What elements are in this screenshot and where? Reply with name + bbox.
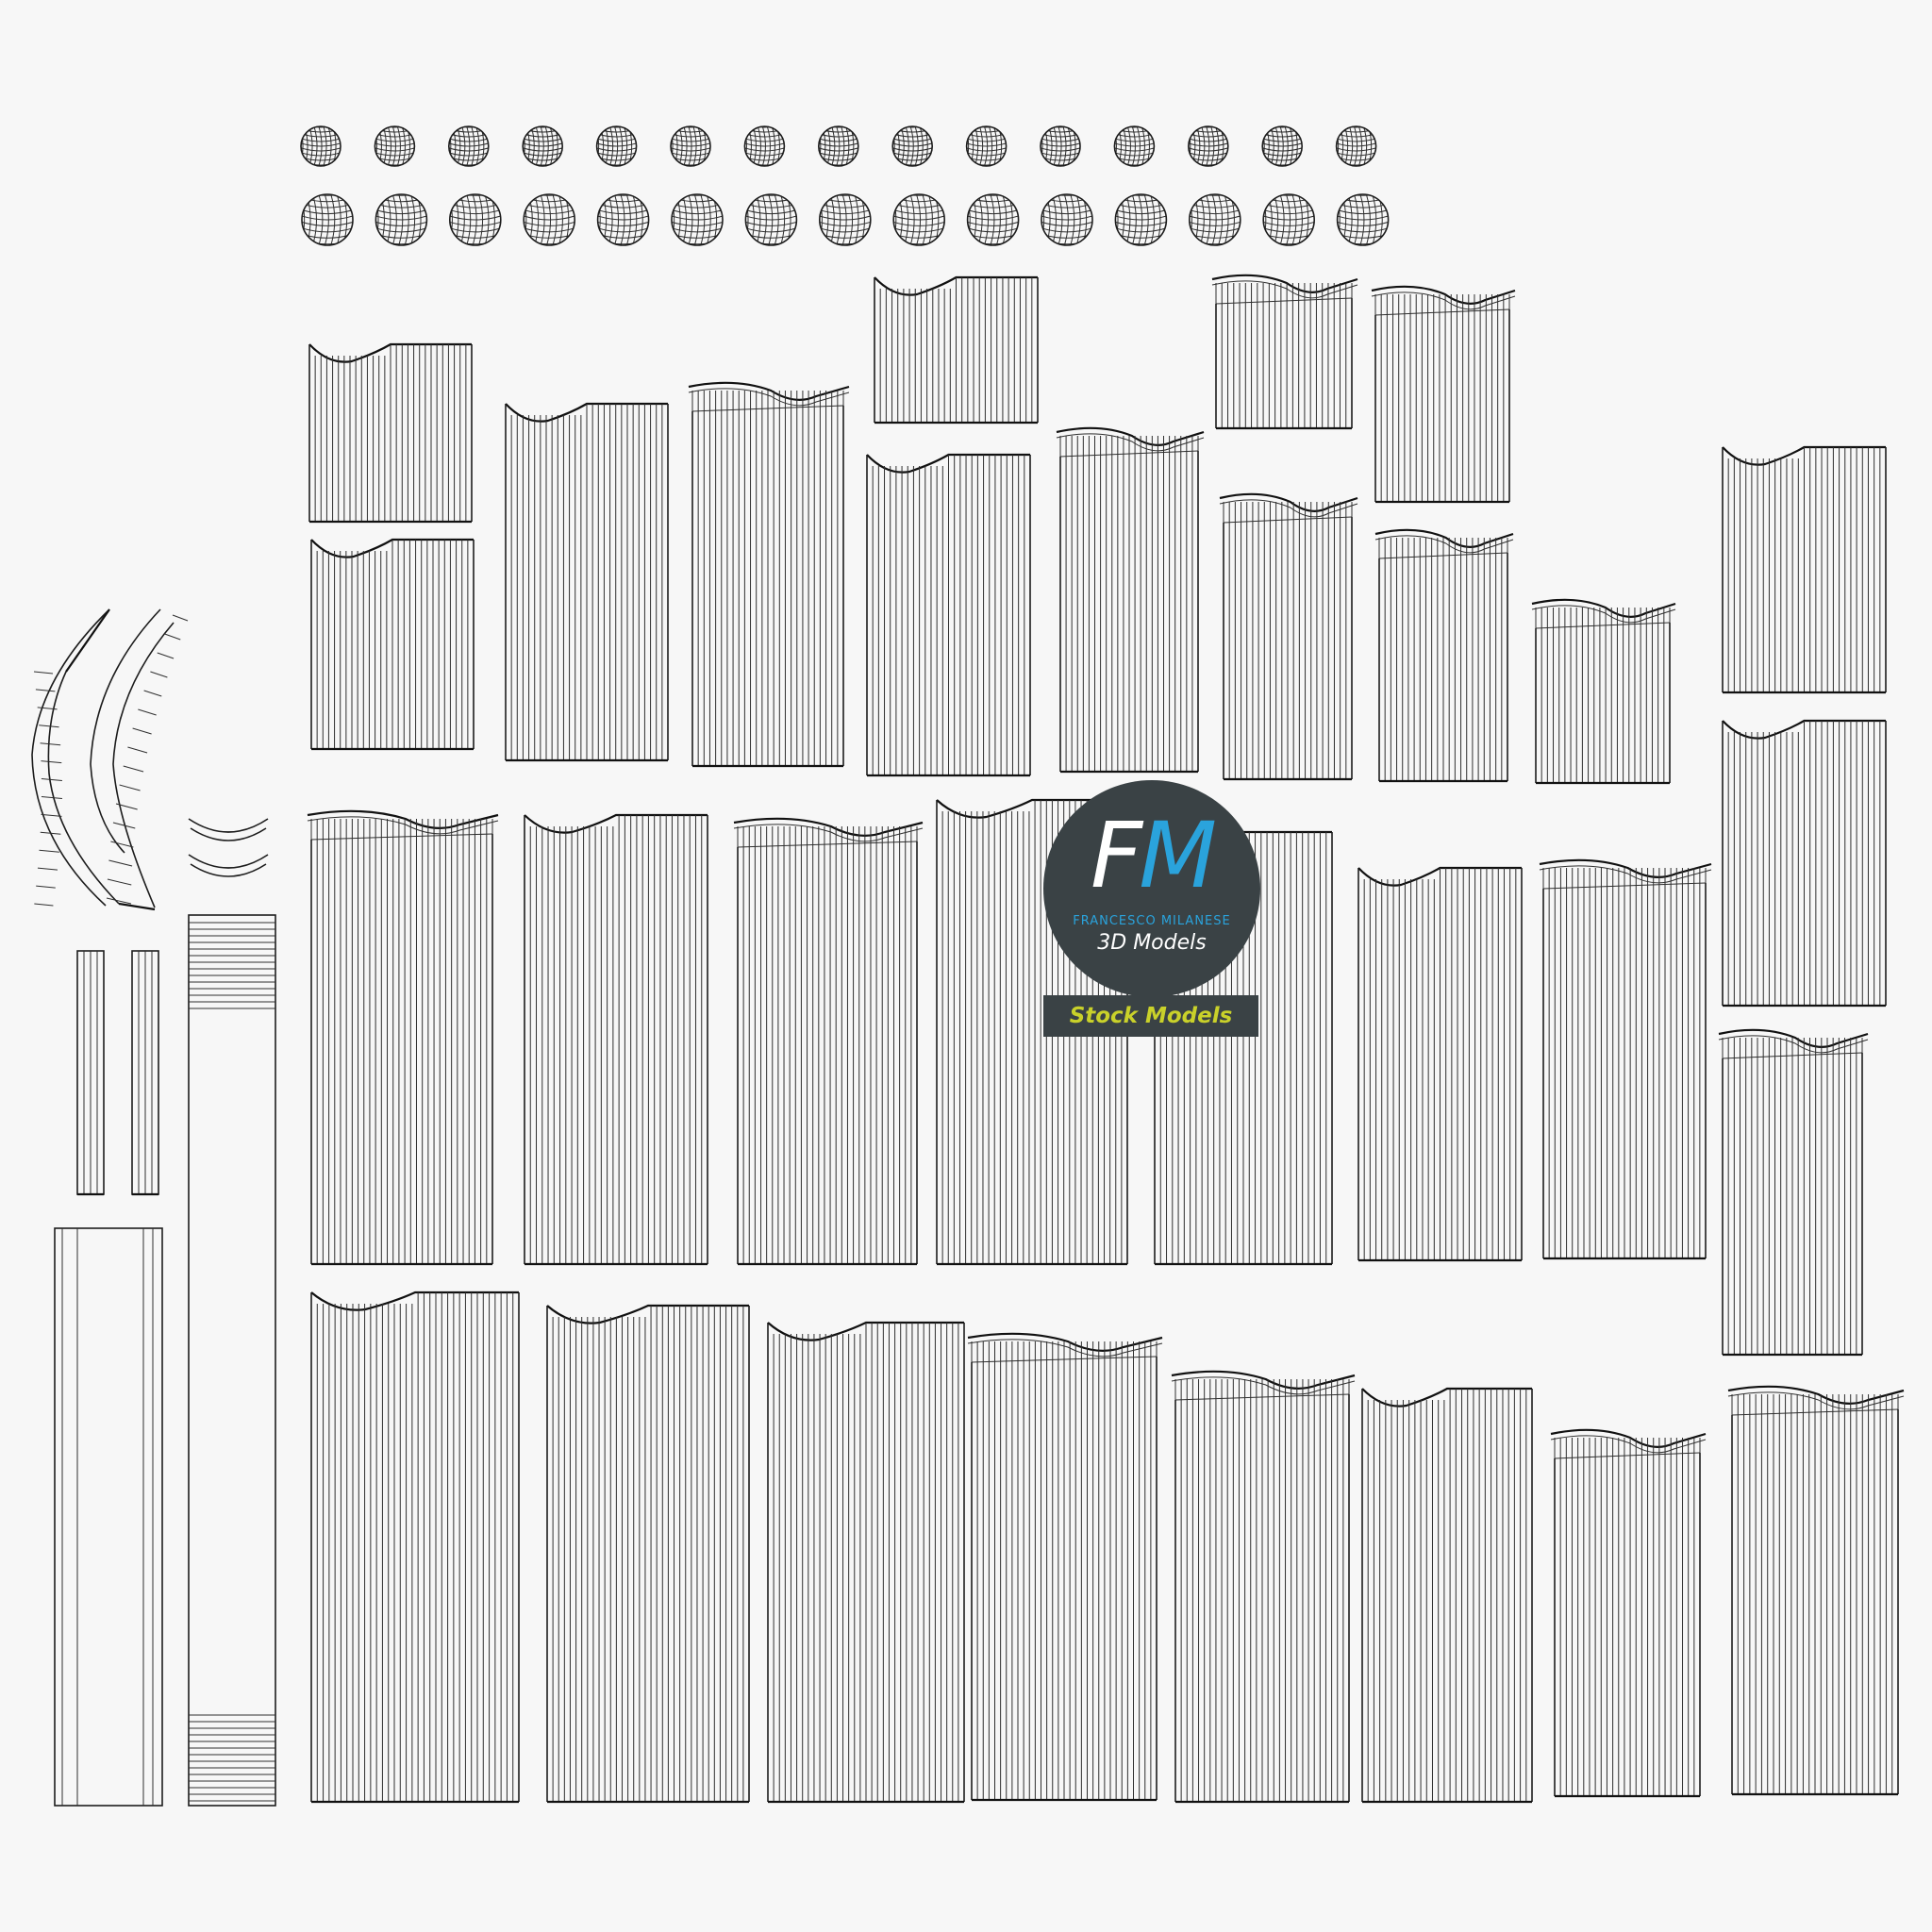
sphere-island (1113, 125, 1156, 167)
small-arc-islands (188, 818, 269, 877)
sphere-island (447, 125, 490, 167)
sphere-island (595, 125, 638, 167)
strip-island (1539, 858, 1712, 1260)
misc-islands (31, 608, 276, 1807)
sphere-island (1041, 193, 1093, 246)
sphere-islands (300, 125, 1390, 246)
sphere-island (743, 125, 786, 167)
strip-island (1722, 719, 1887, 1008)
strip-island (874, 275, 1039, 425)
sphere-island (300, 125, 341, 167)
strip-island (310, 538, 475, 751)
sphere-island (818, 193, 872, 246)
sphere-island (1336, 193, 1390, 246)
sphere-island (596, 193, 650, 246)
strip-island (967, 1332, 1163, 1802)
sphere-island (523, 193, 576, 246)
strip-island (1550, 1428, 1707, 1798)
strip-island (310, 1291, 520, 1804)
strip-island (1718, 1028, 1869, 1357)
sphere-island (891, 125, 934, 167)
sphere-island (1188, 125, 1229, 167)
sphere-island (965, 125, 1008, 167)
sphere-island (1335, 125, 1377, 167)
strip-island (1361, 1387, 1533, 1804)
sphere-island (671, 193, 724, 246)
strip-island (308, 342, 473, 524)
strip-island (1722, 445, 1887, 694)
sphere-island (966, 193, 1020, 246)
strip-island (1056, 426, 1205, 774)
strip-island (1211, 274, 1358, 430)
strip-island (866, 453, 1031, 777)
strip-island (1219, 492, 1358, 781)
sphere-island (744, 193, 798, 246)
logo-circle (1043, 780, 1260, 997)
strip-island (307, 809, 499, 1266)
wide-panel (54, 1227, 163, 1807)
logo-subtitle: 3D Models (1097, 931, 1207, 955)
watermark-logo: FM FRANCESCO MILANESE 3D Models Stock Mo… (1043, 780, 1260, 1037)
sphere-island (374, 125, 416, 167)
strip-island (1374, 528, 1514, 783)
strip-island (505, 402, 669, 762)
sphere-island (1262, 193, 1315, 246)
sphere-island (1040, 125, 1081, 167)
sphere-island (670, 125, 711, 167)
strip-island (733, 817, 924, 1266)
sphere-island (1189, 193, 1241, 246)
strip-island (1357, 866, 1523, 1262)
strip-island (1727, 1385, 1905, 1796)
logo-banner: Stock Models (1043, 995, 1258, 1037)
sphere-island (375, 193, 428, 246)
strip-island (767, 1321, 965, 1804)
sphere-island (1261, 125, 1303, 167)
strip-island (1371, 285, 1516, 504)
logo-brand: FRANCESCO MILANESE (1073, 914, 1231, 928)
sphere-island (817, 125, 859, 167)
strip-island (524, 813, 708, 1266)
sphere-island (522, 125, 564, 167)
sphere-island (448, 193, 502, 246)
sphere-island (301, 193, 354, 246)
thin-strip-a (76, 950, 105, 1196)
logo-mark: FM (1090, 803, 1217, 908)
tall-band-panel (188, 914, 276, 1807)
thin-strip-b (131, 950, 159, 1196)
strip-island (688, 381, 850, 768)
sphere-island (1114, 193, 1168, 246)
sphere-island (892, 193, 946, 246)
strip-island (546, 1304, 750, 1804)
arc-island-right (90, 608, 189, 908)
arc-island-left (31, 608, 156, 911)
strip-islands (307, 274, 1905, 1804)
strip-island (1531, 598, 1676, 785)
strip-island (1171, 1370, 1356, 1804)
